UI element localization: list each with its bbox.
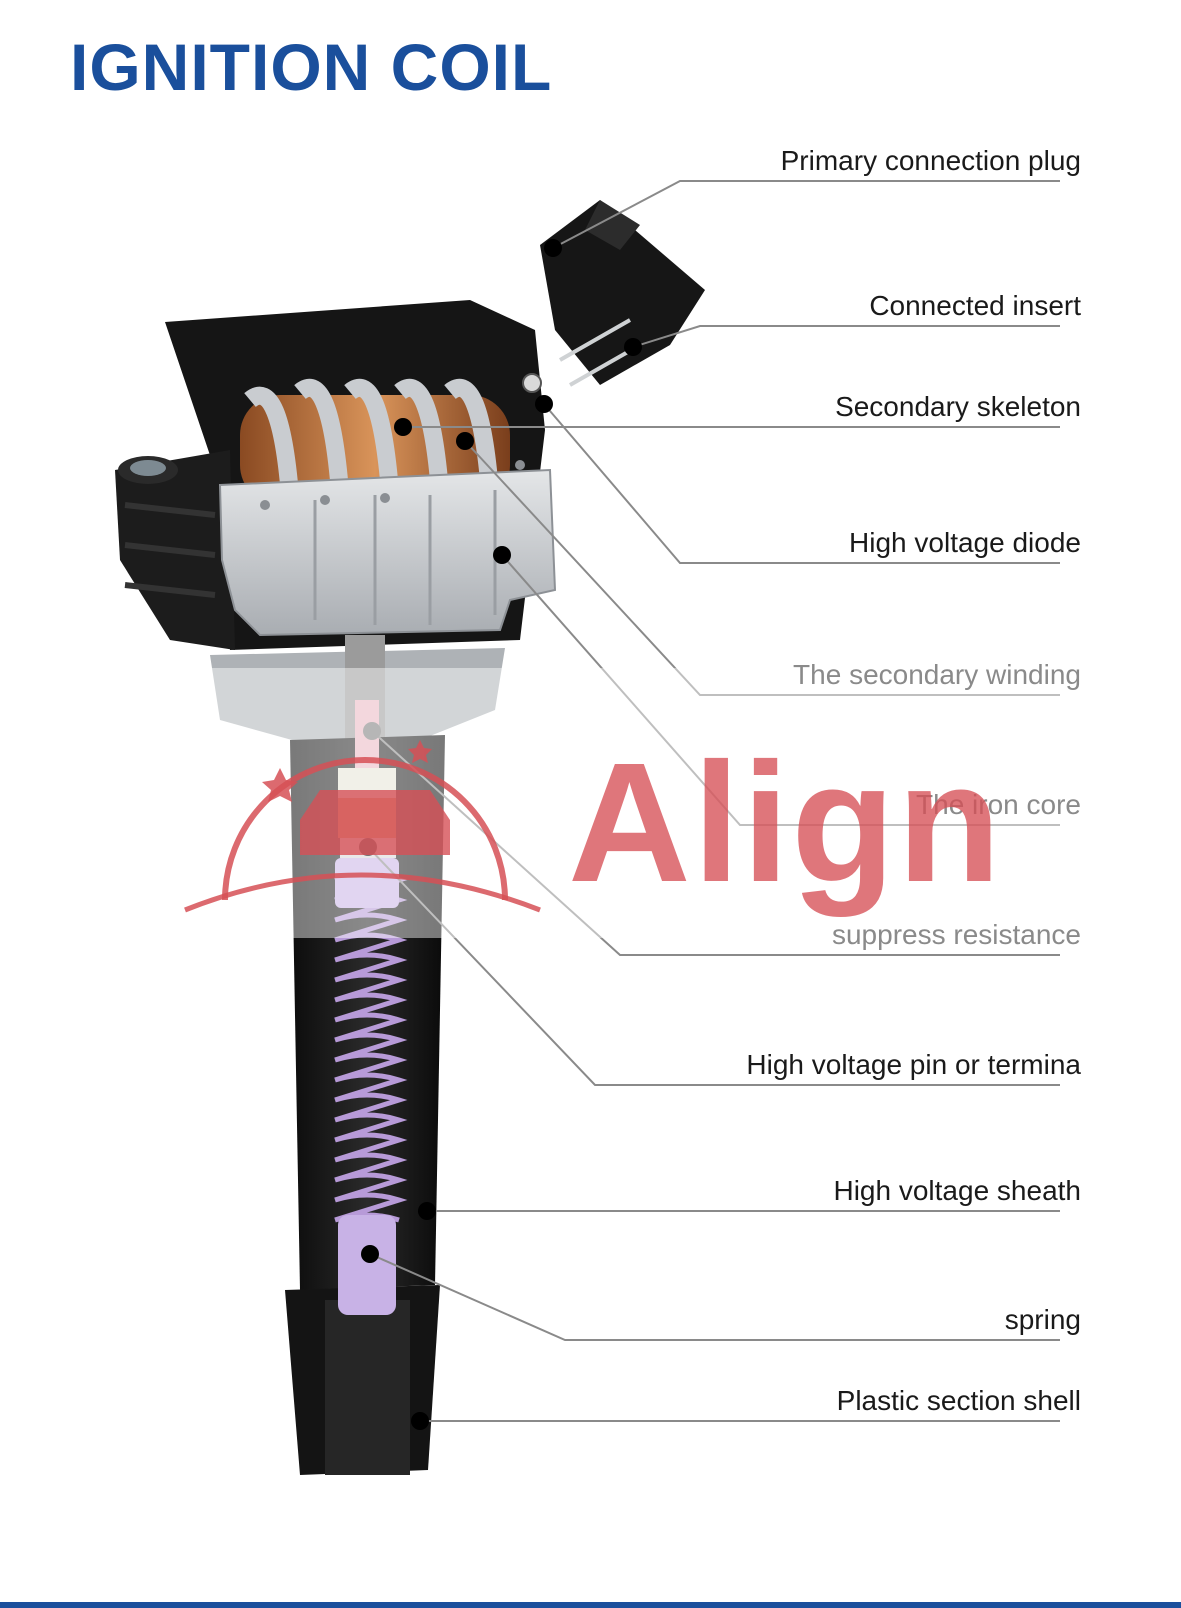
dot-secondary-winding — [456, 432, 474, 450]
label-plastic-section-shell: Plastic section shell — [837, 1387, 1081, 1415]
dot-iron-core — [493, 546, 511, 564]
label-high-voltage-pin: High voltage pin or termina — [746, 1051, 1081, 1079]
label-high-voltage-diode: High voltage diode — [849, 529, 1081, 557]
dot-high-voltage-sheath — [418, 1202, 436, 1220]
label-primary-connection-plug: Primary connection plug — [781, 147, 1081, 175]
label-connected-insert: Connected insert — [869, 292, 1081, 320]
dot-plastic-section-shell — [411, 1412, 429, 1430]
dot-secondary-skeleton — [394, 418, 412, 436]
label-secondary-winding: The secondary winding — [793, 661, 1081, 689]
label-spring: spring — [1005, 1306, 1081, 1334]
dot-high-voltage-diode — [535, 395, 553, 413]
label-high-voltage-sheath: High voltage sheath — [833, 1177, 1081, 1205]
dot-primary-connection-plug — [544, 239, 562, 257]
dot-connected-insert — [624, 338, 642, 356]
page-title: IGNITION COIL — [70, 34, 552, 100]
label-suppress-resistance: suppress resistance — [832, 921, 1081, 949]
leader-connected-insert — [633, 326, 1060, 347]
watermark-brand-text: Align — [568, 738, 1003, 908]
primary-connector — [523, 200, 705, 392]
dot-spring — [361, 1245, 379, 1263]
leader-spring — [370, 1254, 1060, 1340]
bottom-rule — [0, 1602, 1181, 1608]
label-secondary-skeleton: Secondary skeleton — [835, 393, 1081, 421]
